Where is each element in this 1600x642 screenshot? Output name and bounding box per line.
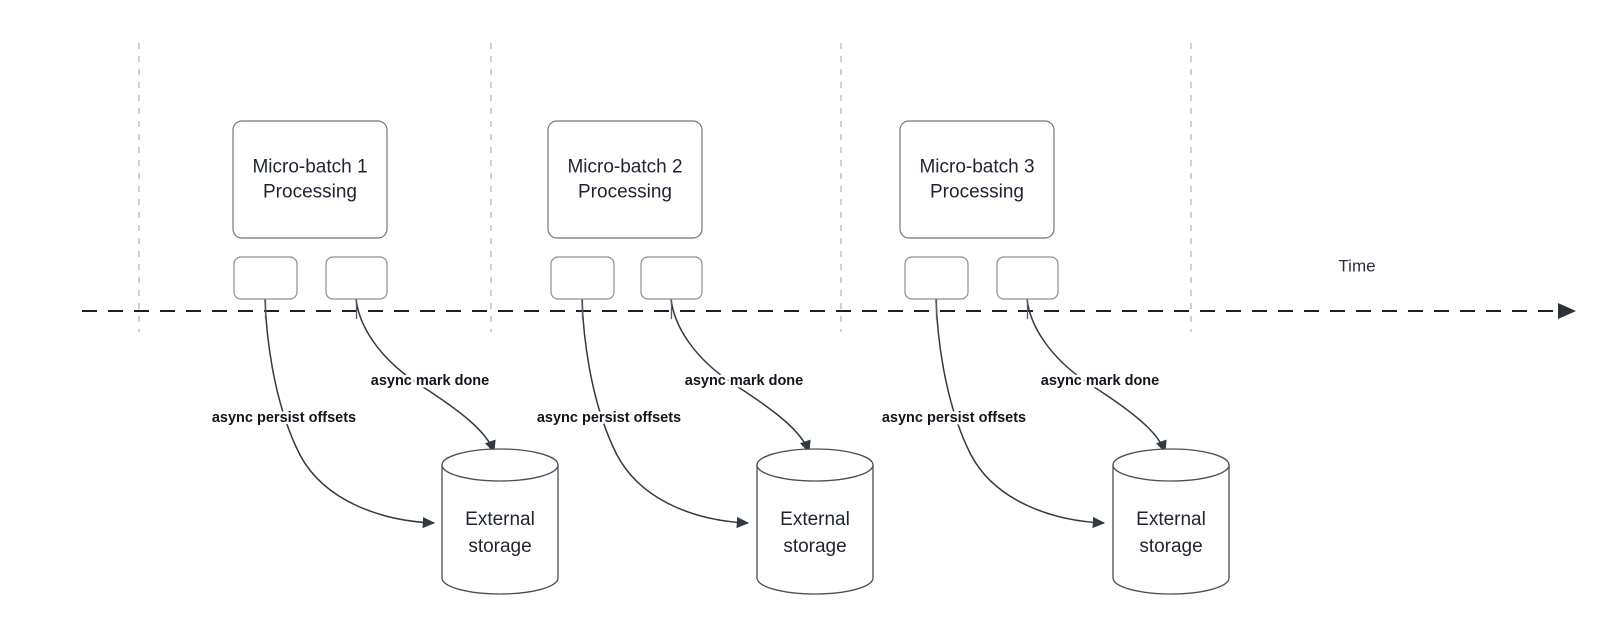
mini-box-persist[interactable] xyxy=(233,256,298,300)
async-persist-offsets-label: async persist offsets xyxy=(537,410,681,426)
async-mark-done-arrow xyxy=(670,298,811,454)
async-persist-offsets-label-halo: async persist offsets xyxy=(882,410,1026,426)
async-persist-offsets-label-halo: async persist offsets xyxy=(537,410,681,426)
external-storage-cylinder[interactable] xyxy=(1112,464,1230,595)
micro-batch-label-line2: Processing xyxy=(263,182,357,203)
async-mark-done-label: async mark done xyxy=(371,373,489,389)
async-persist-offsets-label: async persist offsets xyxy=(212,410,356,426)
external-storage-label-line1: External xyxy=(465,509,535,530)
async-mark-done-label: async mark done xyxy=(685,373,803,389)
external-storage-cylinder[interactable] xyxy=(756,464,874,595)
micro-batch-processing-box[interactable] xyxy=(232,120,388,239)
async-mark-done-label-halo: async mark done xyxy=(371,373,489,389)
async-persist-offsets-label: async persist offsets xyxy=(882,410,1026,426)
time-axis: Time xyxy=(82,256,1576,319)
time-axis-label: Time xyxy=(1338,256,1375,275)
async-persist-offsets-arrow xyxy=(264,298,436,529)
external-storage-label-line1: External xyxy=(780,509,850,530)
async-persist-offsets-arrow xyxy=(581,298,750,529)
micro-batch-label-line2: Processing xyxy=(578,182,672,203)
micro-batch-label-line1: Micro-batch 3 xyxy=(919,157,1034,178)
external-storage-label-line2: storage xyxy=(468,536,531,557)
async-mark-done-label-halo: async mark done xyxy=(1041,373,1159,389)
time-axis-arrowhead xyxy=(1558,303,1576,319)
async-persist-offsets-label-halo: async persist offsets xyxy=(212,410,356,426)
mini-box-persist[interactable] xyxy=(550,256,615,300)
async-mark-done-arrow xyxy=(355,298,496,454)
mini-box-mark-done[interactable] xyxy=(640,256,703,300)
mini-box-mark-done[interactable] xyxy=(325,256,388,300)
external-storage-cylinder-top xyxy=(441,448,559,482)
external-storage-label-line2: storage xyxy=(783,536,846,557)
external-storage-label-line2: storage xyxy=(1139,536,1202,557)
external-storage-label-line1: External xyxy=(1136,509,1206,530)
external-storage-cylinder[interactable] xyxy=(441,464,559,595)
micro-batch-processing-box[interactable] xyxy=(547,120,703,239)
external-storage-cylinder-top xyxy=(1112,448,1230,482)
micro-batch-label-line1: Micro-batch 1 xyxy=(252,157,367,178)
async-mark-done-label-halo: async mark done xyxy=(685,373,803,389)
mini-box-persist[interactable] xyxy=(904,256,969,300)
async-mark-done-label: async mark done xyxy=(1041,373,1159,389)
micro-batch-label-line1: Micro-batch 2 xyxy=(567,157,682,178)
micro-batch-label-line2: Processing xyxy=(930,182,1024,203)
async-persist-offsets-arrow xyxy=(935,298,1106,529)
boundary-lines xyxy=(138,43,1192,332)
mini-box-mark-done[interactable] xyxy=(996,256,1059,300)
external-storage-cylinder-top xyxy=(756,448,874,482)
async-mark-done-arrow xyxy=(1026,298,1167,454)
micro-batch-processing-box[interactable] xyxy=(899,120,1055,239)
